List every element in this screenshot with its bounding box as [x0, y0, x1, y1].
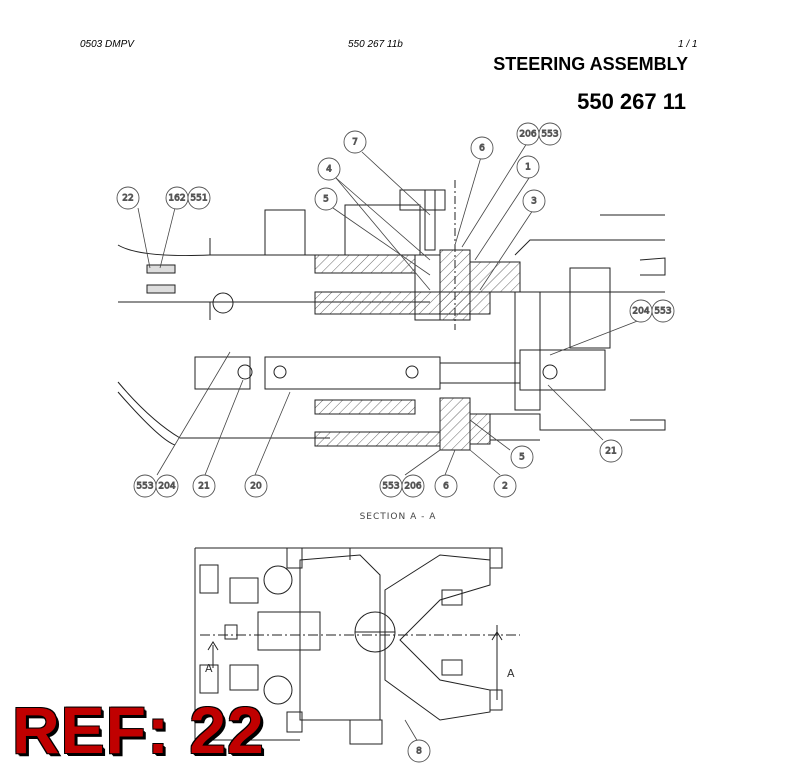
section-marker-right: A [507, 667, 515, 680]
svg-text:2: 2 [502, 482, 508, 492]
svg-text:204: 204 [632, 307, 649, 317]
svg-text:21: 21 [605, 447, 616, 457]
callout-553-left: 553 [133, 474, 157, 498]
callout-206-upper: 206 [516, 122, 540, 146]
section-marker-left: A [205, 662, 213, 675]
header-revision: 550 267 11b [348, 39, 403, 50]
callout-4: 4 [317, 157, 341, 181]
callout-22: 22 [116, 186, 140, 210]
lower-plan-drawing [194, 547, 520, 745]
svg-text:7: 7 [352, 138, 358, 148]
callout-21-right: 21 [599, 439, 623, 463]
svg-text:206: 206 [519, 130, 536, 140]
callout-6-upper: 6 [470, 136, 494, 160]
callout-206-bottom: 206 [401, 474, 425, 498]
callout-5-upper: 5 [314, 187, 338, 211]
callout-20: 20 [244, 474, 268, 498]
callout-162: 162 [165, 186, 189, 210]
svg-text:162: 162 [168, 194, 185, 204]
header-doc-code: 0503 DMPV [80, 39, 134, 50]
part-number: 550 267 11 [577, 89, 686, 114]
svg-text:22: 22 [122, 194, 133, 204]
callout-2: 2 [493, 474, 517, 498]
callout-551: 551 [187, 186, 211, 210]
callout-553-bottom: 553 [379, 474, 403, 498]
svg-text:551: 551 [190, 194, 207, 204]
ref-label: REF: 22 [12, 693, 265, 767]
svg-text:5: 5 [519, 453, 525, 463]
callout-5-lower: 5 [510, 445, 534, 469]
svg-text:4: 4 [326, 165, 332, 175]
svg-text:206: 206 [404, 482, 421, 492]
svg-text:553: 553 [136, 482, 153, 492]
upper-assembly-drawing [117, 180, 666, 451]
svg-text:6: 6 [479, 144, 485, 154]
svg-text:8: 8 [416, 747, 422, 757]
callout-21-left: 21 [192, 474, 216, 498]
callout-553-upper: 553 [538, 122, 562, 146]
callout-balloons: 7 6 206 553 4 1 22 162 551 5 3 204 553 5… [116, 122, 675, 763]
callout-553-right: 553 [651, 299, 675, 323]
callout-204-left: 204 [155, 474, 179, 498]
svg-text:1: 1 [525, 163, 531, 173]
section-label: SECTION A - A [360, 512, 437, 522]
svg-text:20: 20 [250, 482, 262, 492]
svg-text:5: 5 [323, 195, 329, 205]
svg-text:553: 553 [654, 307, 671, 317]
callout-8: 8 [407, 739, 431, 763]
page-title: STEERING ASSEMBLY [493, 54, 688, 74]
svg-text:204: 204 [158, 482, 175, 492]
leader-lines [137, 142, 641, 743]
svg-text:553: 553 [541, 130, 558, 140]
callout-204-right: 204 [629, 299, 653, 323]
svg-text:553: 553 [382, 482, 399, 492]
header-page-number: 1 / 1 [678, 39, 698, 50]
callout-7: 7 [343, 130, 367, 154]
svg-text:3: 3 [531, 197, 537, 207]
svg-text:21: 21 [198, 482, 209, 492]
callout-3: 3 [522, 189, 546, 213]
callout-1: 1 [516, 155, 540, 179]
callout-6-lower: 6 [434, 474, 458, 498]
svg-text:6: 6 [443, 482, 449, 492]
